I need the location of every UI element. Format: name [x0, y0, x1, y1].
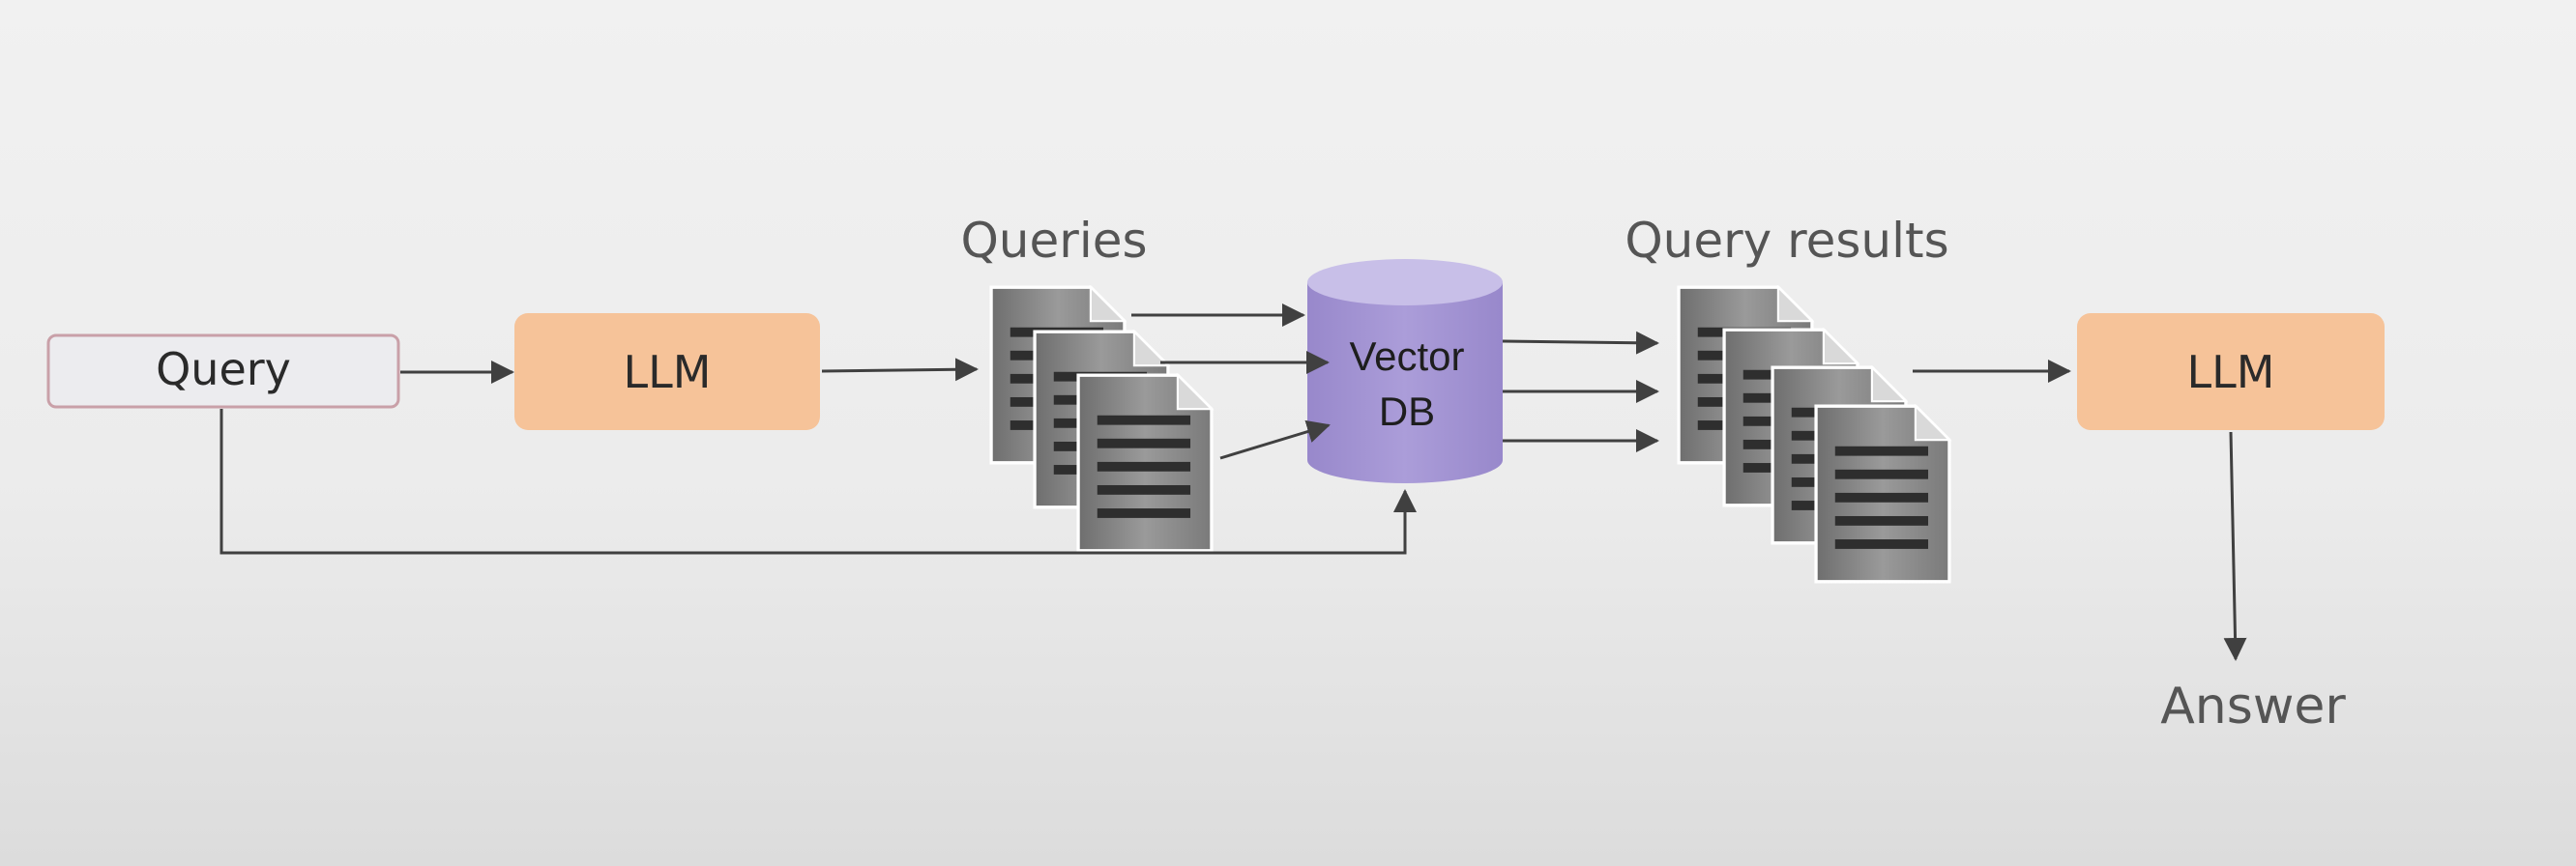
llm-node-first: LLM [514, 313, 820, 430]
answer-label: Answer [2160, 678, 2346, 736]
arrow-llm-to-answer [2223, 431, 2247, 661]
result-document-4 [1814, 404, 1951, 584]
arrows [220, 303, 2247, 661]
llm-box-first [514, 313, 820, 430]
llm-label-second: LLM [2187, 346, 2275, 398]
vector-db-label-line2: DB [1379, 389, 1435, 434]
vector-db-label-line1: Vector [1349, 333, 1464, 379]
arrow-llm-to-queries [821, 358, 979, 382]
arrow-db-to-result1 [1502, 331, 1659, 355]
llm-label-first: LLM [624, 346, 712, 398]
vector-db-top [1307, 259, 1503, 305]
results-document-stack [1677, 285, 1951, 584]
query-results-label: Query results [1625, 213, 1948, 269]
query-box [46, 333, 400, 409]
query-document-3 [1076, 373, 1214, 553]
vector-db-node: Vector DB [1307, 259, 1503, 483]
arrow-query-bypass-to-db [220, 409, 1417, 555]
queries-document-stack [989, 285, 1214, 553]
query-node: Query [46, 333, 400, 409]
vector-db-cylinder [1307, 282, 1503, 483]
llm-node-second: LLM [2077, 313, 2385, 430]
arrow-query-doc3-to-db [1219, 419, 1331, 460]
queries-label: Queries [960, 213, 1147, 269]
query-label: Query [156, 343, 291, 395]
llm-box-second [2077, 313, 2385, 430]
